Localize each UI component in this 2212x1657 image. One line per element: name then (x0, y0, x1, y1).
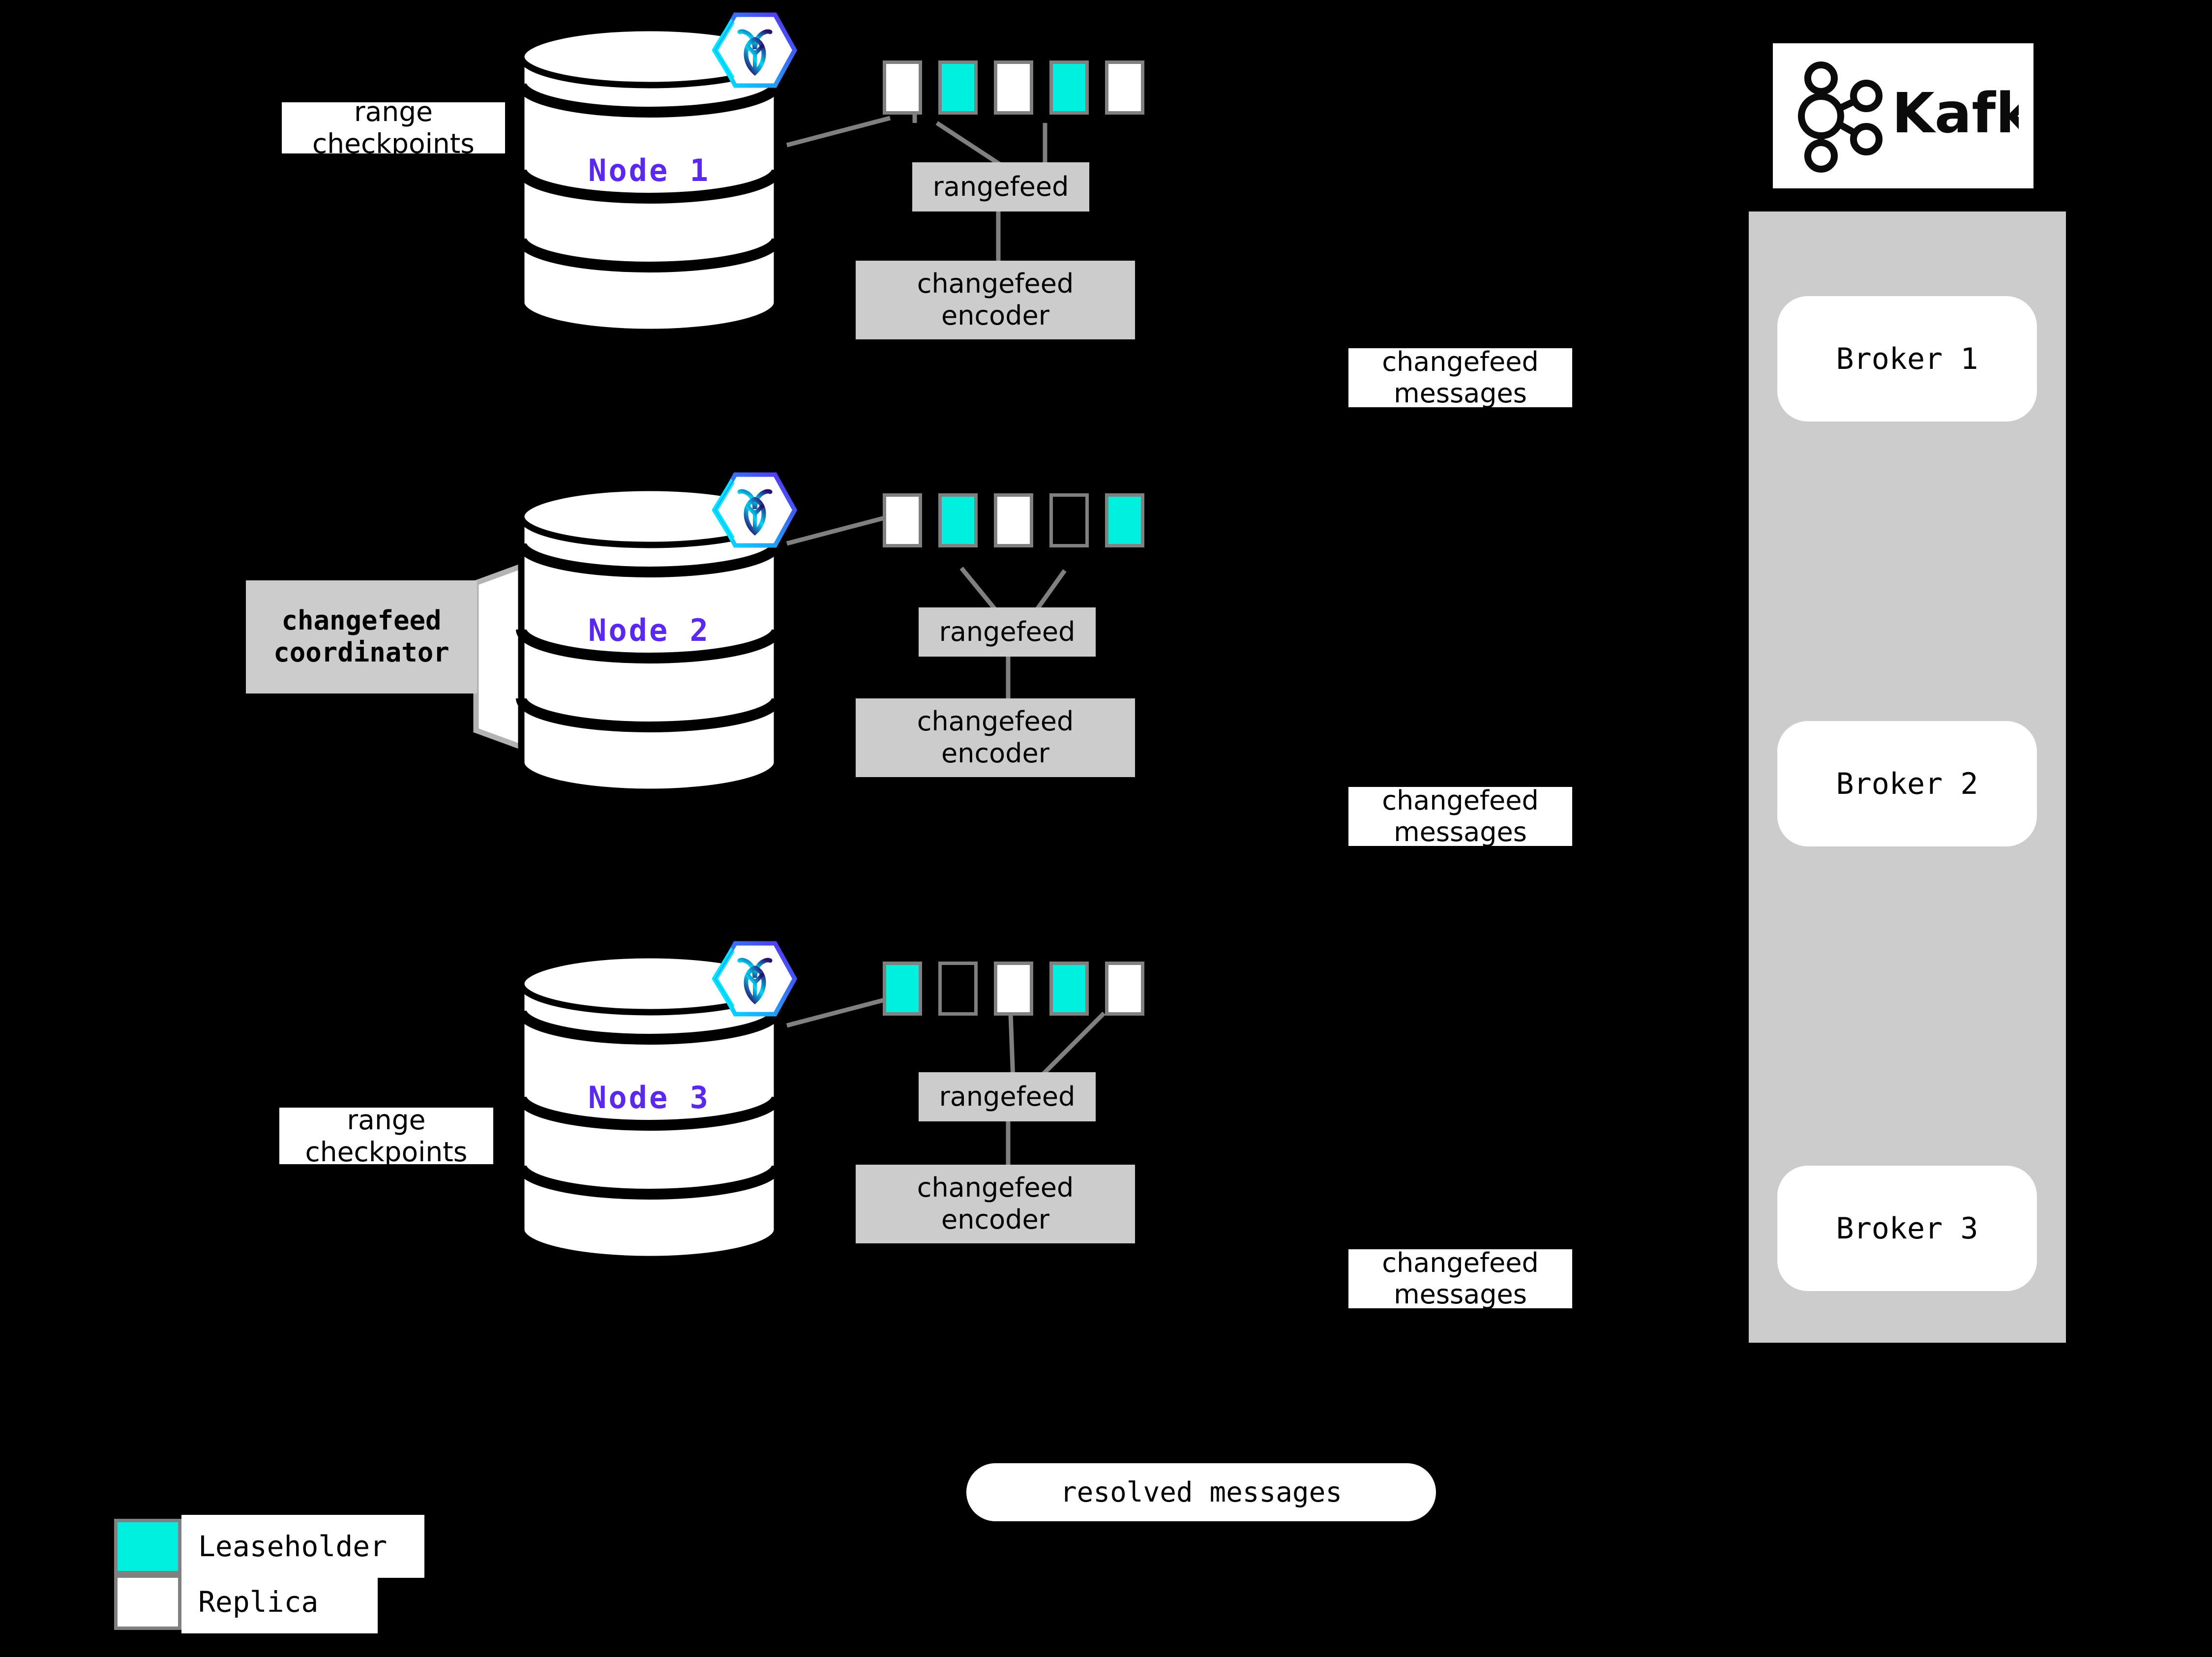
cockroachdb-logo (712, 11, 798, 91)
node-2-rangefeed-box[interactable]: rangefeed (919, 607, 1096, 657)
node-3-rangefeed-box[interactable]: rangefeed (919, 1072, 1096, 1121)
msg-line-1: changefeed (1382, 787, 1539, 816)
msg-line-1: changefeed (1382, 348, 1539, 378)
kafka-logo: Kafka (1798, 61, 2019, 173)
broker-1[interactable]: Broker 1 (1777, 296, 2037, 422)
kafka-wordmark: Kafka (1892, 82, 2019, 146)
range-box[interactable] (1105, 60, 1144, 115)
node-3-changefeed-encoder-box[interactable]: changefeed encoder (856, 1165, 1135, 1243)
encoder-line-1: changefeed (917, 706, 1074, 737)
msg-line-2: messages (1394, 816, 1527, 846)
node-2-changefeed-messages-label: changefeed messages (1348, 787, 1572, 846)
node-1-changefeed-encoder-box[interactable]: changefeed encoder (856, 261, 1135, 339)
node-1-range-checkpoints-label: range checkpoints (282, 102, 505, 153)
range-box[interactable] (938, 60, 978, 115)
encoder-line-1: changefeed (917, 268, 1074, 300)
kafka-brokers-panel: Broker 1 Broker 2 Broker 3 (1749, 211, 2066, 1343)
node-3-range-checkpoints-label: range checkpoints (279, 1108, 493, 1164)
node-3-cylinder: Node 3 (516, 951, 782, 1263)
range-box[interactable] (1049, 60, 1089, 115)
node-1-changefeed-messages-label: changefeed messages (1348, 348, 1572, 407)
encoder-line-2: encoder (941, 300, 1049, 331)
range-box[interactable] (994, 493, 1033, 547)
range-box[interactable] (883, 962, 922, 1016)
node-2-label: Node 2 (588, 612, 710, 648)
range-box[interactable] (994, 60, 1033, 115)
legend-swatch-replica (114, 1574, 181, 1630)
encoder-line-2: encoder (941, 1204, 1049, 1235)
broker-3[interactable]: Broker 3 (1777, 1166, 2037, 1291)
legend-label-replica: Replica (181, 1570, 378, 1633)
label-line-1: range (354, 102, 433, 128)
label-line-2: checkpoints (312, 128, 475, 153)
encoder-line-1: changefeed (917, 1172, 1074, 1204)
node-1-rangefeed-box[interactable]: rangefeed (912, 162, 1089, 211)
range-box[interactable] (1049, 962, 1089, 1016)
range-box[interactable] (883, 493, 922, 547)
label-line-2: checkpoints (305, 1136, 468, 1165)
range-box[interactable] (1049, 493, 1089, 547)
cockroachdb-logo (712, 939, 798, 1020)
node-3-changefeed-messages-label: changefeed messages (1348, 1249, 1572, 1308)
changefeed-coordinator-box[interactable]: changefeed coordinator (246, 580, 477, 693)
msg-line-1: changefeed (1382, 1249, 1539, 1279)
encoder-line-2: encoder (941, 738, 1049, 769)
coordinator-line-2: coordinator (273, 637, 449, 668)
range-box[interactable] (1105, 493, 1144, 547)
broker-2[interactable]: Broker 2 (1777, 721, 2037, 846)
legend-swatch-leaseholder (114, 1519, 181, 1574)
resolved-messages-pill[interactable]: resolved messages (966, 1463, 1436, 1521)
label-line-1: range (347, 1108, 426, 1136)
cockroachdb-logo (712, 471, 798, 551)
node-3-label: Node 3 (588, 1080, 710, 1115)
node-2-cylinder: Node 2 (516, 483, 782, 795)
node-2-changefeed-encoder-box[interactable]: changefeed encoder (856, 698, 1135, 777)
range-box[interactable] (883, 60, 922, 115)
node-1-label: Node 1 (588, 152, 710, 188)
legend-label-leaseholder: Leaseholder (181, 1515, 424, 1578)
node-1-cylinder: Node 1 (516, 24, 782, 335)
msg-line-2: messages (1394, 1279, 1527, 1308)
kafka-logo-box: Kafka (1773, 43, 2033, 188)
range-box[interactable] (1105, 962, 1144, 1016)
coordinator-line-1: changefeed (281, 605, 442, 636)
range-box[interactable] (938, 493, 978, 547)
msg-line-2: messages (1394, 378, 1527, 407)
range-box[interactable] (994, 962, 1033, 1016)
range-box[interactable] (938, 962, 978, 1016)
